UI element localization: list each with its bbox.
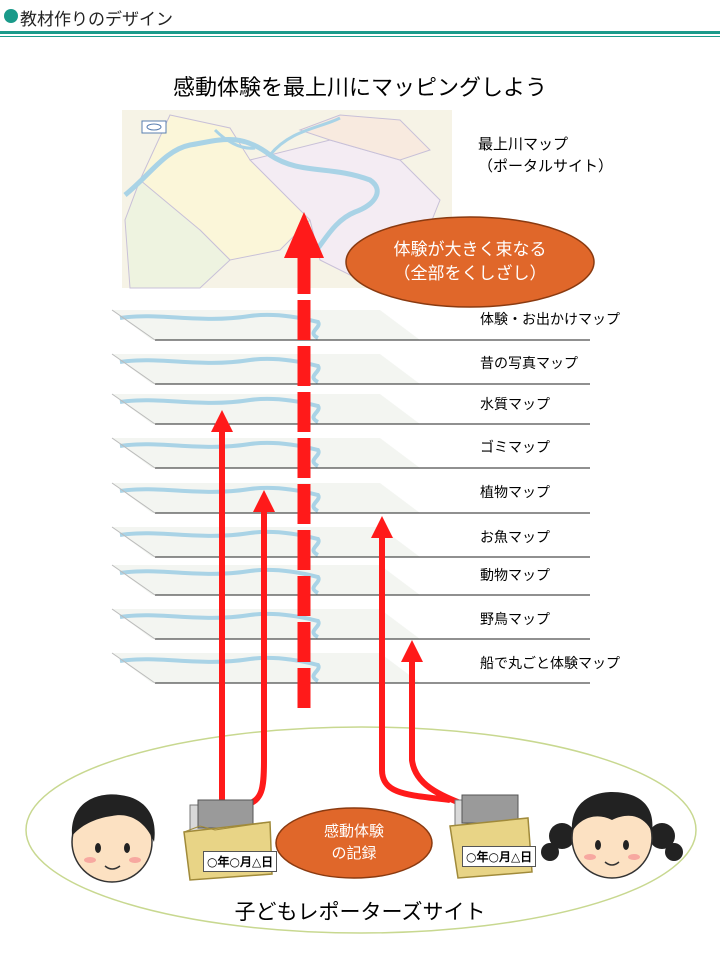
map-layer (111, 309, 590, 341)
map-layer-label: 野鳥マップ (480, 612, 550, 628)
summary-bubble-text: 体験が大きく束なる （全部をくしざし） (350, 238, 590, 286)
map-layer-label: 動物マップ (480, 568, 550, 584)
map-layer-label: お魚マップ (480, 530, 550, 546)
map-layer-label: 体験・お出かけマップ (480, 312, 620, 328)
map-layer-stack (111, 309, 590, 684)
bullet-dot-icon (4, 9, 18, 23)
record-bubble-line2: の記録 (331, 844, 377, 862)
map-layer (111, 353, 590, 385)
summary-bubble-line2: （全部をくしざし） (393, 264, 547, 284)
map-layer-label: 昔の写真マップ (480, 356, 578, 372)
record-bubble-line1: 感動体験 (323, 822, 384, 840)
map-layer (111, 437, 590, 469)
map-layer-label: 水質マップ (480, 397, 550, 413)
header-rule-thin (0, 36, 720, 37)
reporter-site-ellipse (25, 726, 697, 934)
portal-map-label: 最上川マップ （ポータルサイト） (478, 133, 613, 177)
arrow-to-fish (379, 533, 451, 803)
summary-bubble (345, 216, 595, 308)
record-bubble (275, 807, 433, 879)
boy-face-icon (71, 794, 155, 883)
header-title: 教材作りのデザイン (20, 10, 173, 30)
slide-header: 教材作りのデザイン (0, 0, 720, 40)
folder-date-stamp-left: ○年○月△日 (203, 851, 278, 872)
main-title: 感動体験を最上川にマッピングしよう (172, 76, 547, 101)
map-layer-label: 船で丸ごと体験マップ (480, 656, 620, 672)
portal-map-title: 最上川マップ (478, 135, 569, 153)
summary-bubble-line1: 体験が大きく束なる (393, 240, 547, 260)
header-rule (0, 31, 720, 34)
record-bubble-text: 感動体験 の記録 (290, 820, 418, 864)
girl-face-icon (541, 792, 683, 879)
reporter-site-title: 子どもレポーターズサイト (234, 900, 486, 924)
portal-map-subtitle: （ポータルサイト） (478, 157, 614, 175)
arrowheads (211, 410, 423, 662)
folder-date-stamp-right: ○年○月△日 (462, 846, 537, 867)
map-layer-label: 植物マップ (480, 485, 550, 501)
central-dashed-arrow (284, 212, 324, 708)
map-layer-label: ゴミマップ (480, 440, 550, 456)
